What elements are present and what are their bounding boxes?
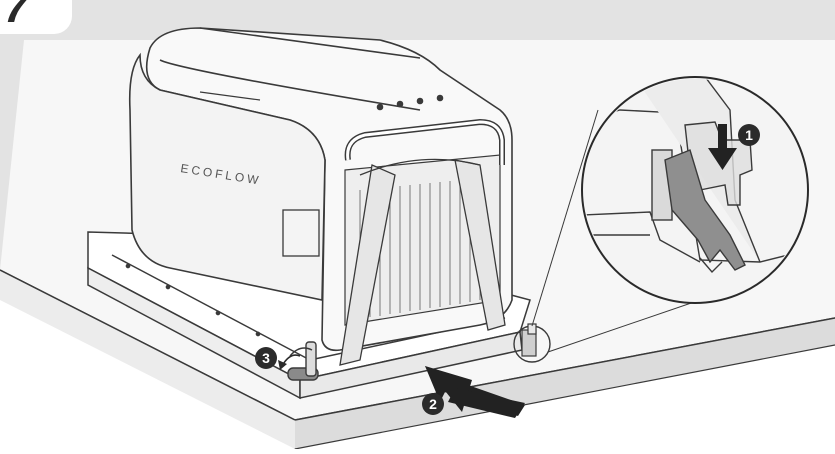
callout-1: 1 xyxy=(738,124,760,146)
step-badge: 7 xyxy=(0,0,72,34)
callout-3: 3 xyxy=(255,347,277,369)
power-station xyxy=(128,27,513,366)
svg-text:2: 2 xyxy=(429,396,437,412)
lock-lever xyxy=(287,341,319,381)
rotate-arrow-head xyxy=(278,360,287,370)
leader-line xyxy=(531,109,599,327)
svg-text:1: 1 xyxy=(745,127,753,143)
push-arrow-shaft xyxy=(448,388,525,418)
callout-2: 2 xyxy=(422,393,444,415)
down-arrow-icon xyxy=(708,124,737,170)
leader-line xyxy=(547,299,701,353)
small-clip xyxy=(521,323,537,357)
step-number: 7 xyxy=(4,0,29,32)
svg-text:3: 3 xyxy=(262,350,270,366)
